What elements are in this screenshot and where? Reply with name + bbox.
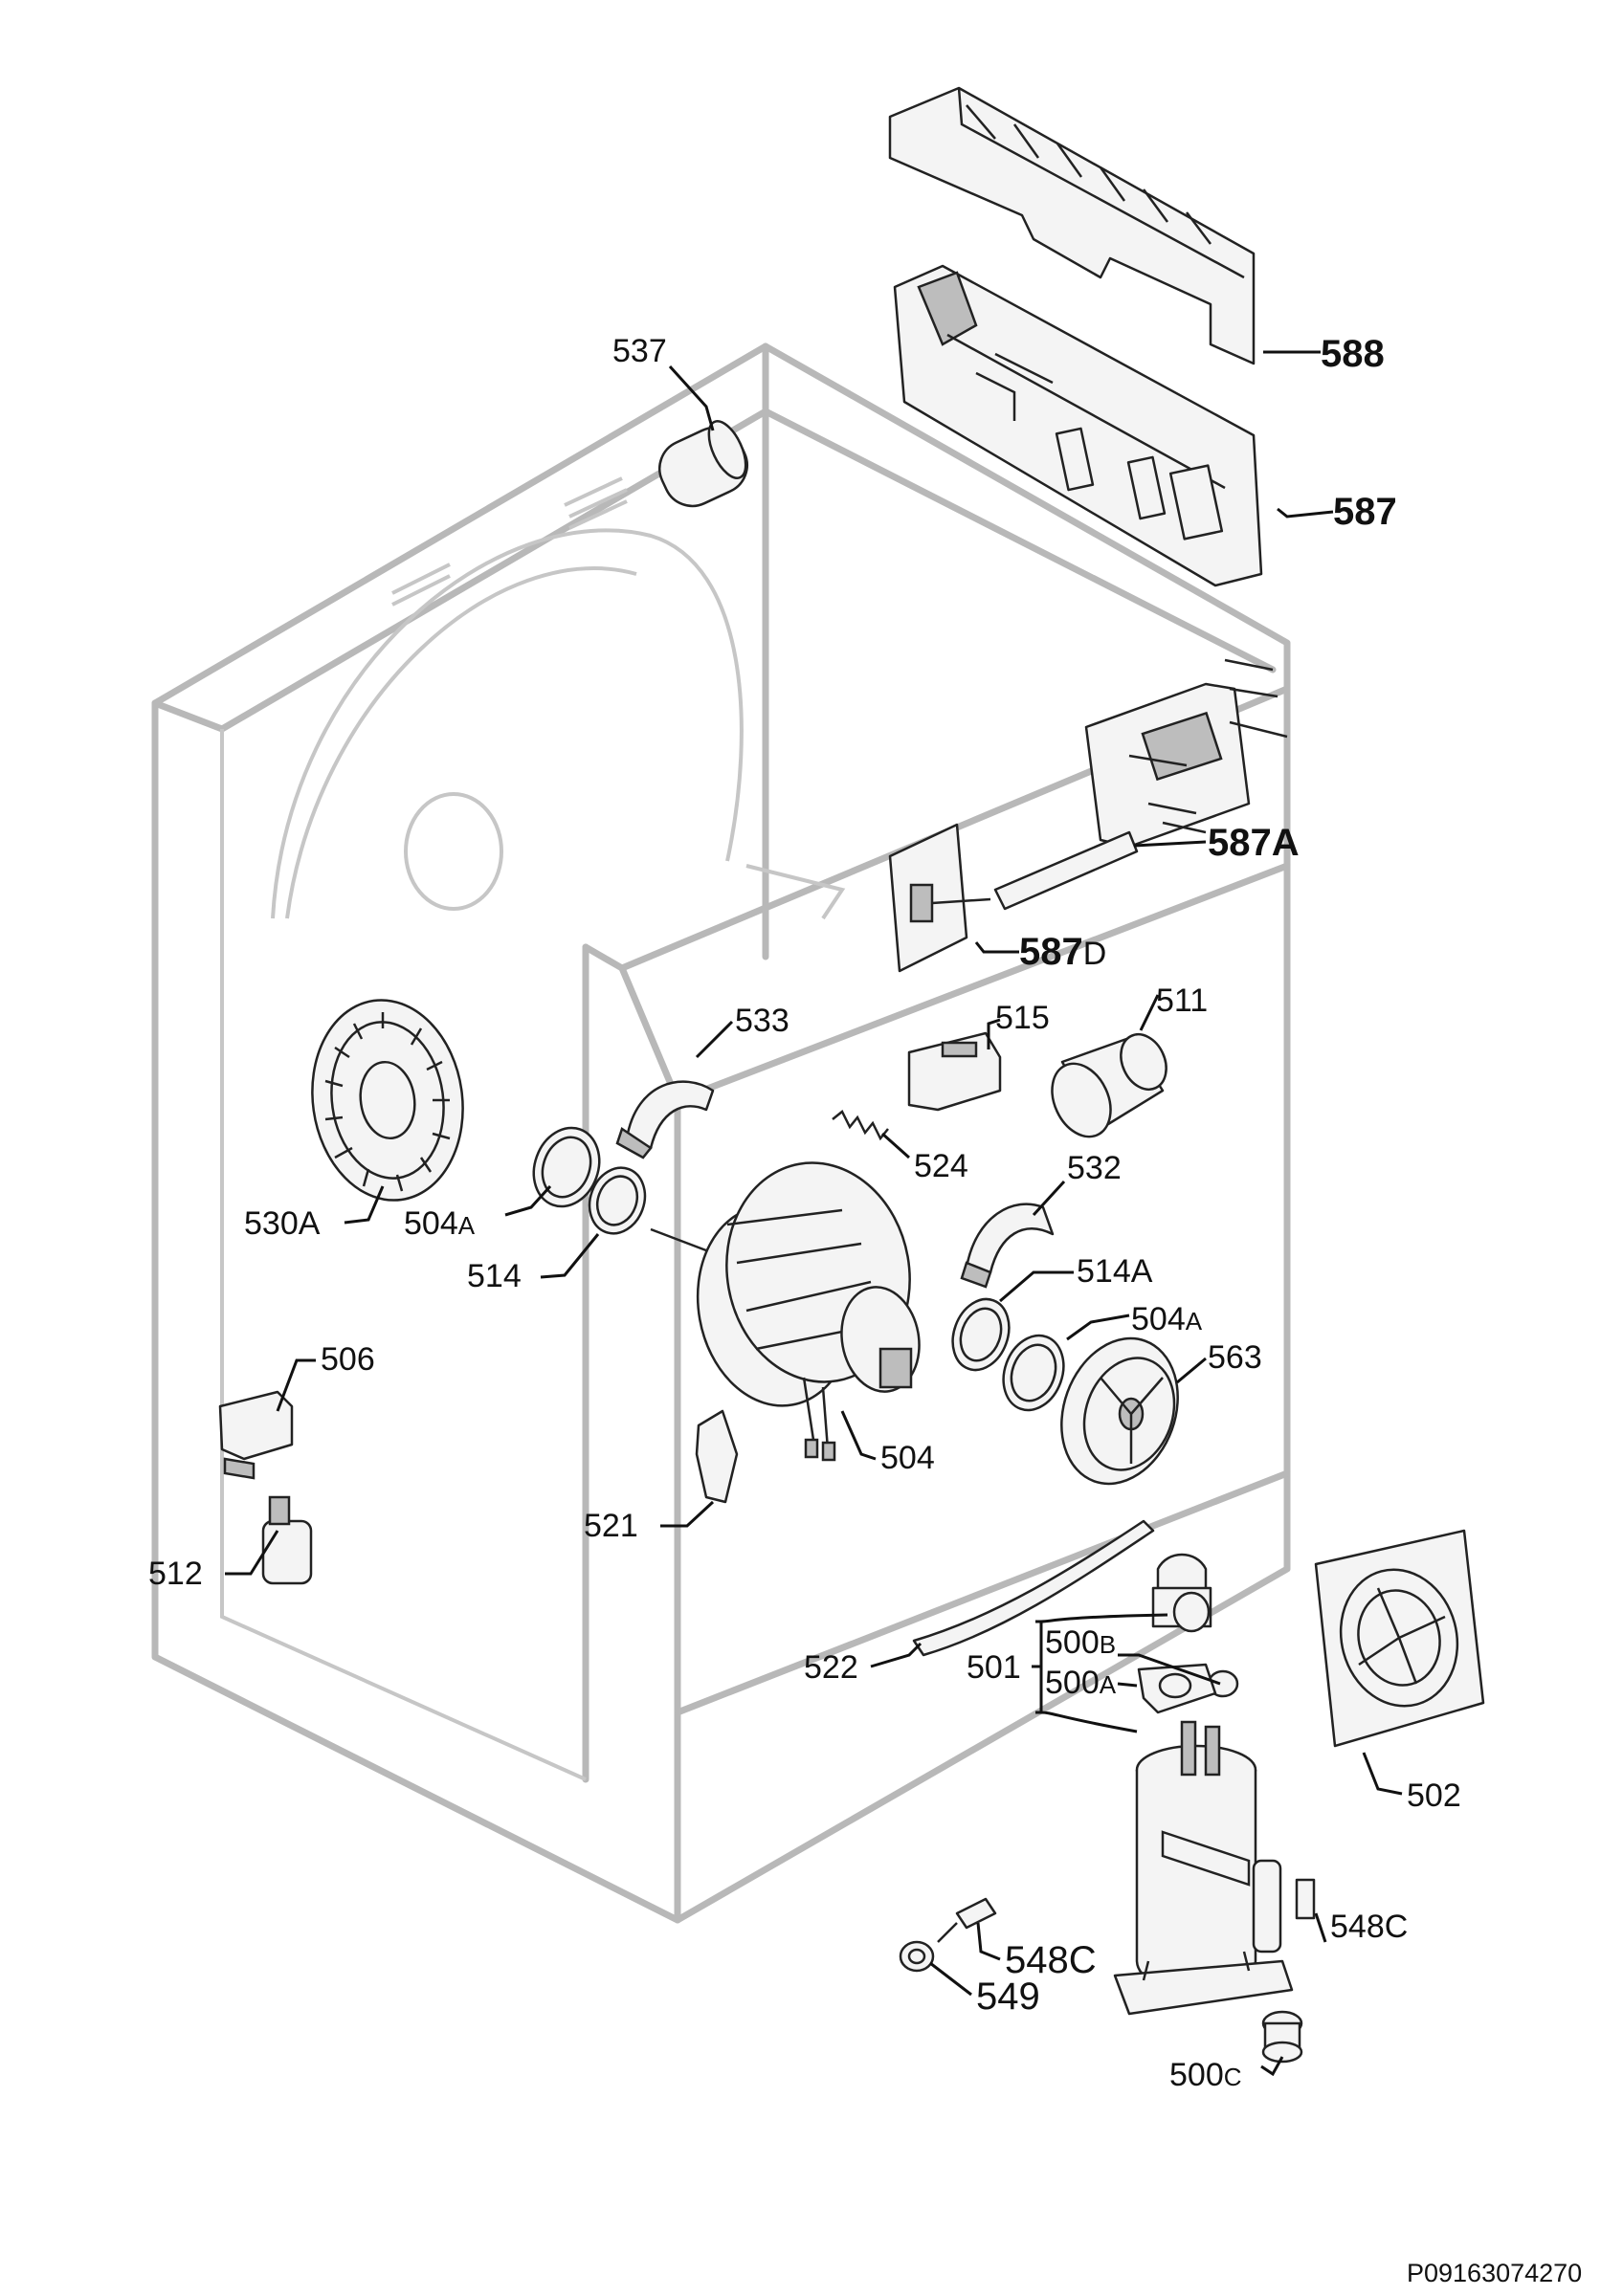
label-563: 563	[1208, 1339, 1262, 1376]
label-548C-left: 548C	[1005, 1939, 1097, 1981]
label-587: 587	[1333, 491, 1397, 533]
label-504: 504	[880, 1440, 935, 1476]
part-511-cylinder	[1051, 1033, 1167, 1138]
part-522-belt	[912, 1519, 1155, 1657]
label-500C: 500C	[1169, 2057, 1242, 2093]
label-548C-right: 548C	[1330, 1909, 1408, 1945]
part-504A-bearing-ring-right	[1002, 1334, 1065, 1412]
leader-lines	[225, 350, 1403, 2077]
label-504A-right: 504A	[1131, 1301, 1203, 1337]
part-521-bracket	[695, 1409, 739, 1504]
label-506: 506	[321, 1341, 375, 1378]
label-524: 524	[914, 1148, 968, 1184]
label-501: 501	[967, 1649, 1021, 1686]
callout-labels: 537 588 587 587A 587D 533 515 511 530A 5…	[148, 333, 1461, 2093]
part-514-bearing-ring	[588, 1166, 647, 1235]
part-514A-bearing-ring	[951, 1297, 1011, 1372]
part-524-spring	[832, 1110, 889, 1141]
part-533-bearing-bracket	[615, 1080, 715, 1159]
part-502-cooling-fan	[1314, 1529, 1485, 1748]
label-512: 512	[148, 1556, 203, 1592]
diagram-code: P09163074270	[1407, 2259, 1582, 2287]
label-511: 511	[1156, 982, 1208, 1019]
label-532: 532	[1067, 1150, 1122, 1186]
part-515-door-switch	[907, 1031, 1002, 1112]
part-500C-grommet	[1261, 2010, 1303, 2064]
label-587A: 587A	[1208, 822, 1300, 864]
label-587D: 587D	[1019, 931, 1106, 973]
part-500A-gasket	[1137, 1663, 1217, 1714]
part-512-capacitor	[261, 1495, 313, 1585]
label-549: 549	[976, 1976, 1040, 2018]
part-537-capacitor	[658, 420, 748, 508]
label-537: 537	[612, 333, 667, 369]
part-588-control-cover	[888, 86, 1256, 365]
label-533: 533	[735, 1003, 789, 1039]
part-500B-relay	[1151, 1553, 1239, 1698]
label-515: 515	[995, 1000, 1050, 1036]
label-514: 514	[467, 1258, 522, 1294]
label-521: 521	[584, 1508, 638, 1544]
part-548C-sensor-left	[937, 1897, 997, 1943]
part-549-grommet	[899, 1940, 935, 1973]
label-504A-left: 504A	[404, 1205, 476, 1242]
part-504-motor	[650, 1161, 921, 1462]
label-500B: 500B	[1045, 1624, 1116, 1661]
label-588: 588	[1321, 333, 1385, 375]
part-587-control-module	[893, 264, 1263, 587]
label-514A: 514A	[1077, 1253, 1153, 1290]
label-522: 522	[804, 1649, 858, 1686]
part-530A-fan-wheel	[311, 999, 464, 1202]
label-502: 502	[1407, 1777, 1461, 1814]
part-532-bearing-bracket	[960, 1203, 1055, 1289]
part-501-compressor	[1113, 1720, 1294, 2016]
part-587A-display-board	[993, 658, 1288, 911]
part-563-pulley	[1060, 1336, 1179, 1486]
part-587D-selector-board	[888, 823, 991, 973]
part-506-sensor	[218, 1390, 294, 1480]
part-548C-sensor-right	[1295, 1878, 1316, 1920]
label-500A: 500A	[1045, 1665, 1117, 1701]
label-530A: 530A	[244, 1205, 321, 1242]
